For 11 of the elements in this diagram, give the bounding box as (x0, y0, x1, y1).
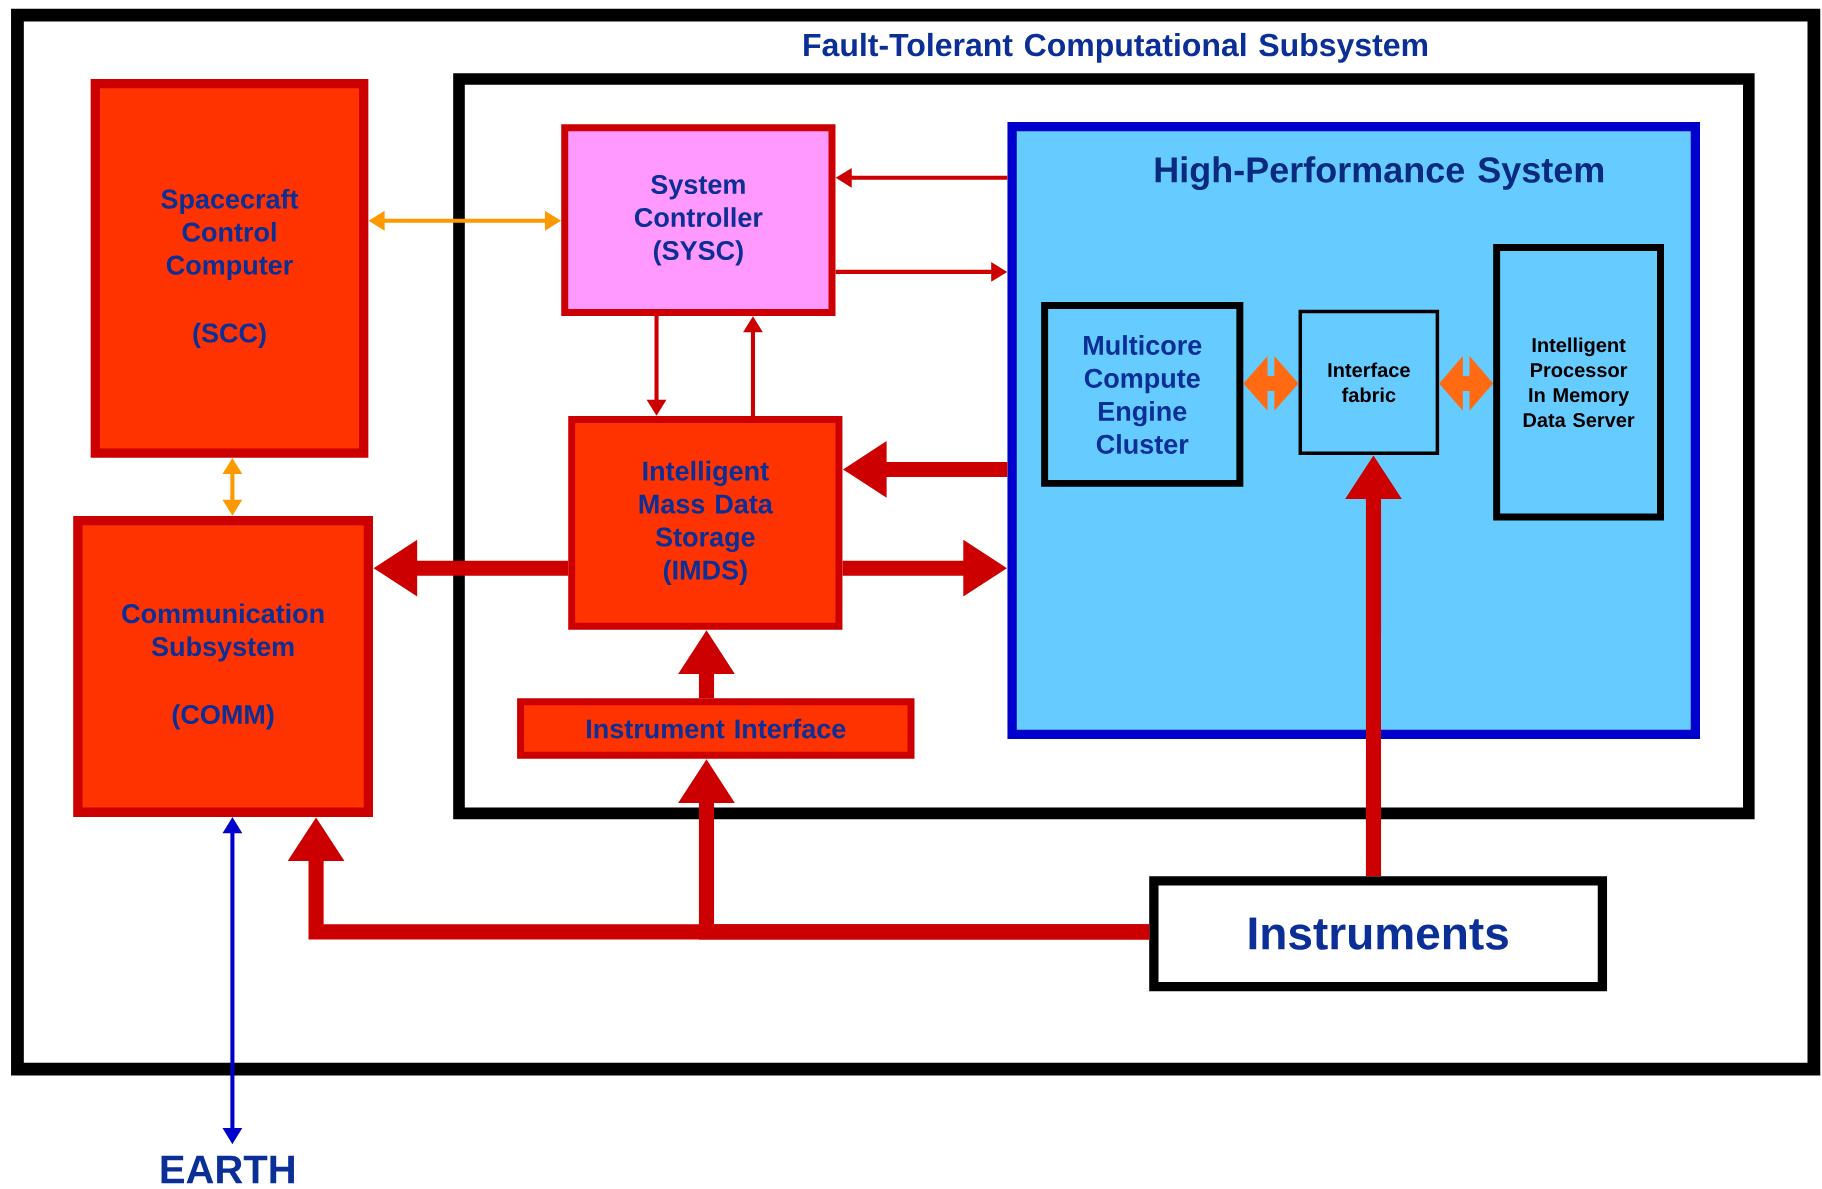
fabric-box: Interface fabric (1298, 309, 1440, 456)
controller-box: System Controller (SYSC) (561, 124, 836, 317)
computer-box: Spacecraft Control Computer (SCC) (90, 79, 369, 458)
storage-box: Intelligent Mass Data Storage (IMDS) (568, 416, 843, 630)
cluster-box: Multicore Compute Engine Cluster (1041, 302, 1244, 487)
communication-box: Communication Subsystem (COMM) (73, 516, 373, 817)
server-box: Intelligent Processor In Memory Data Server (1493, 244, 1664, 521)
instruments-box: Instruments (1149, 876, 1608, 992)
interface-box: Instrument Interface (517, 698, 915, 759)
earth-label: EARTH (161, 1155, 294, 1184)
node-label: Fault-Tolerant Computational Subsystem (804, 33, 1428, 63)
